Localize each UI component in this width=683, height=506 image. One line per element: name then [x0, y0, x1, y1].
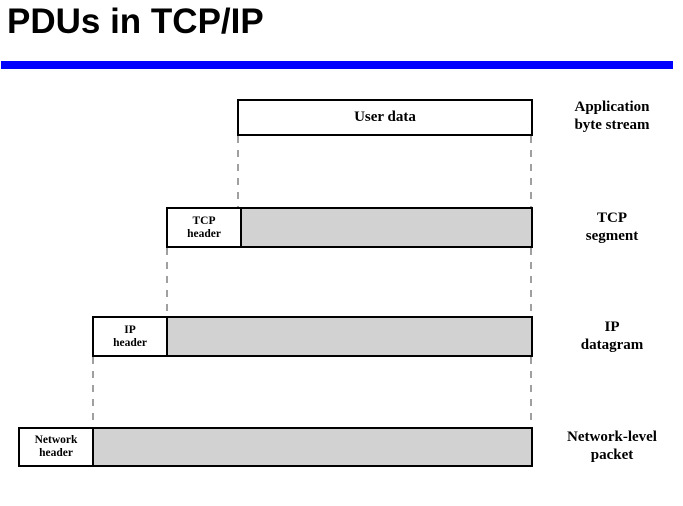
- row-label-network-line2: packet: [590, 447, 634, 463]
- user-data-box: User data: [237, 99, 533, 136]
- dashed-connector-tcp-left: [166, 248, 168, 316]
- tcp-data-area: [242, 209, 531, 246]
- ip-header-cell: IP header: [94, 318, 168, 355]
- ip-datagram-box: IP header: [92, 316, 533, 357]
- tcp-header-label-line1: TCP: [192, 214, 216, 227]
- dashed-connector-ip-left: [92, 357, 94, 427]
- dashed-connector-userdata-right: [530, 136, 532, 207]
- row-label-tcp-segment: TCP segment: [543, 209, 681, 245]
- network-packet-box: Network header: [18, 427, 533, 467]
- network-header-label-line2: header: [39, 447, 73, 459]
- row-label-application-line1: Application: [574, 99, 650, 115]
- row-label-ip-datagram: IP datagram: [543, 318, 681, 354]
- network-header-label-line1: Network: [34, 434, 78, 446]
- network-header-cell: Network header: [20, 429, 94, 465]
- network-data-area: [94, 429, 531, 465]
- row-label-application-line2: byte stream: [574, 117, 650, 133]
- row-label-tcp-line1: TCP: [597, 210, 627, 226]
- row-label-tcp-line2: segment: [585, 228, 639, 244]
- tcp-segment-box: TCP header: [166, 207, 533, 248]
- row-label-ip-line2: datagram: [580, 337, 644, 353]
- dashed-connector-userdata-left: [237, 136, 239, 207]
- slide-title: PDUs in TCP/IP: [7, 2, 264, 41]
- row-label-network-line1: Network-level: [567, 429, 657, 445]
- tcp-header-cell: TCP header: [168, 209, 242, 246]
- row-label-ip-line1: IP: [604, 319, 620, 335]
- row-label-application: Application byte stream: [543, 98, 681, 134]
- tcp-header-label-line2: header: [187, 227, 221, 240]
- ip-data-area: [168, 318, 531, 355]
- title-rule: [1, 61, 673, 69]
- ip-header-label-line2: header: [113, 336, 147, 349]
- user-data-label: User data: [354, 109, 416, 125]
- row-label-network-packet: Network-level packet: [543, 428, 681, 464]
- dashed-connector-ip-right: [530, 357, 532, 427]
- dashed-connector-tcp-right: [530, 248, 532, 316]
- ip-header-label-line1: IP: [124, 323, 136, 336]
